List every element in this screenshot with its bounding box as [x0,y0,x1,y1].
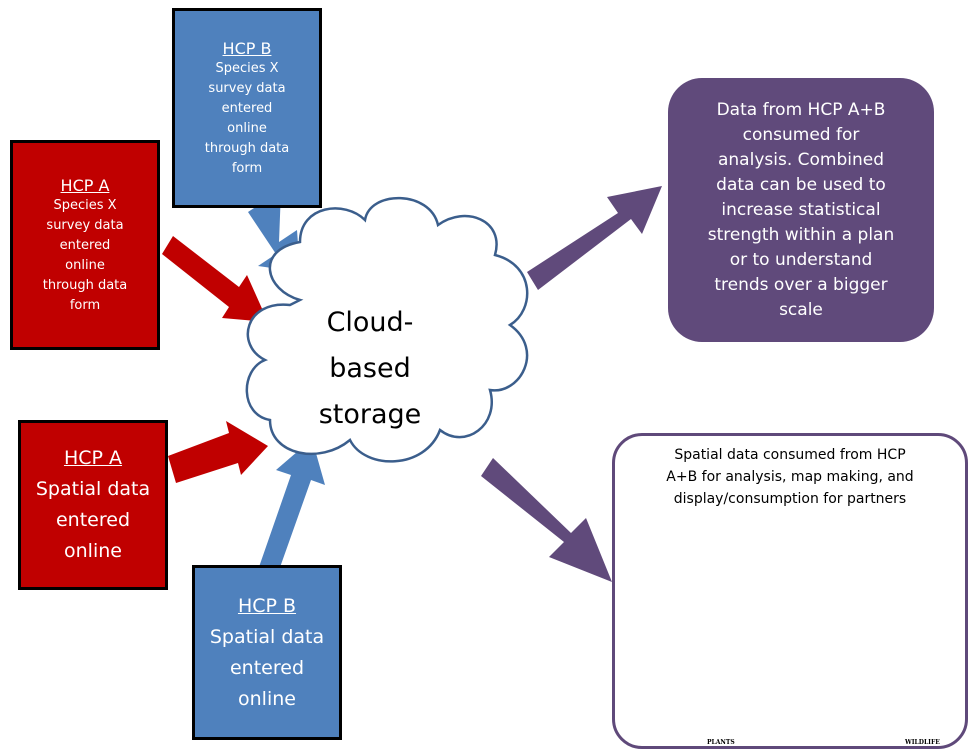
analysis-line: or to understand [729,249,873,270]
cloud-shape [245,196,529,463]
cloud-label-line: storage [318,399,422,430]
box-line: form [69,297,101,313]
box-line: form [231,160,263,176]
analysis-output-box: Data from HCP A+B consumed for analysis.… [668,78,934,342]
box-line: entered [59,237,111,253]
arrow-cloud-to-analysis [527,186,662,290]
box-line: through data [42,277,128,293]
spatial-caption: Spatial data consumed from HCP A+B for a… [625,444,955,510]
box-line: through data [204,140,290,156]
box-title: HCP A [63,447,123,469]
box-line: entered [229,656,304,679]
box-line: Spatial data [209,625,325,648]
box-line: Species X [53,197,117,213]
spatial-caption-line: Spatial data consumed from HCP [674,447,906,463]
box-line: survey data [208,80,286,96]
cloud-label-line: Cloud- [326,307,414,338]
spatial-output-box: Spatial data consumed from HCP A+B for a… [612,433,968,749]
analysis-line: scale [779,299,823,320]
plants-map-label: PLANTS [707,739,735,746]
box-line: survey data [46,217,124,233]
wildlife-map-label: WILDLIFE [905,739,940,746]
box-line: entered [221,100,273,116]
box-title: HCP B [237,594,297,617]
arrow-hcp-a-species-to-cloud [162,236,268,322]
hcp-a-spatial-box: HCP A Spatial data entered online [18,420,168,590]
box-line: online [64,540,122,562]
analysis-line: increase statistical [721,199,881,220]
hcp-a-species-box: HCP A Species X survey data entered onli… [10,140,160,350]
box-title: HCP B [222,38,272,58]
arrow-hcp-b-spatial-to-cloud [259,439,325,573]
analysis-line: analysis. Combined [717,149,884,170]
box-line: online [238,687,296,710]
box-title: HCP A [60,175,110,195]
cloud-label-line: based [329,353,411,384]
analysis-line: data can be used to [716,174,886,195]
analysis-line: strength within a plan [707,224,895,245]
spatial-caption-line: display/consumption for partners [673,491,907,507]
analysis-line: consumed for [742,124,860,145]
arrow-cloud-to-spatial [481,458,612,582]
box-line: entered [55,509,130,531]
analysis-line: trends over a bigger [714,274,888,295]
cloud-storage-label: Cloud- based storage [300,300,440,438]
arrow-hcp-a-spatial-to-cloud [168,421,268,483]
analysis-line: Data from HCP A+B [716,99,886,120]
hcp-b-spatial-box: HCP B Spatial data entered online [192,565,342,740]
box-line: online [65,257,105,273]
spatial-caption-line: A+B for analysis, map making, and [666,469,914,485]
hcp-b-species-box: HCP B Species X survey data entered onli… [172,8,322,208]
box-line: Species X [215,60,279,76]
box-line: online [227,120,267,136]
box-line: Spatial data [35,478,151,500]
